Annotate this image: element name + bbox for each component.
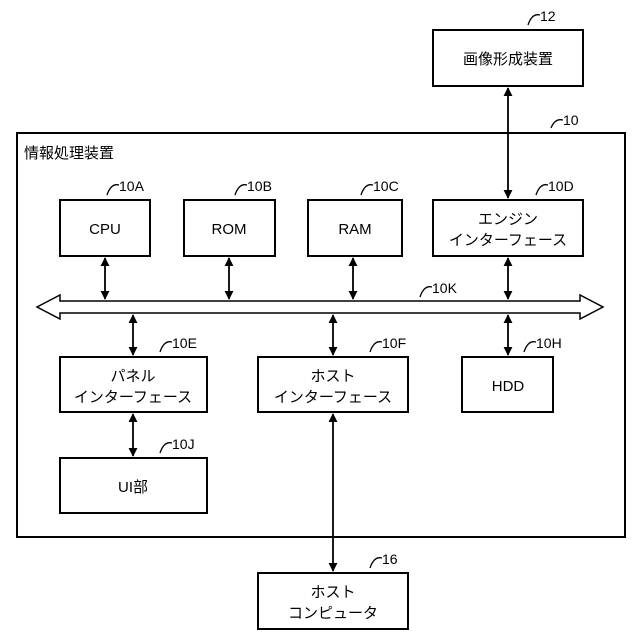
host-computer-label-line1: ホスト [310, 584, 355, 601]
outer-ref: 10 [563, 112, 579, 128]
system-bus [37, 295, 603, 319]
host-interface-ref: 10F [382, 335, 406, 351]
bus-ref-leader [420, 287, 432, 297]
ui-unit-ref-leader [160, 443, 172, 453]
host-computer-ref: 16 [382, 551, 398, 567]
outer-ref-leader [551, 120, 563, 128]
cpu-ref-leader [107, 185, 119, 195]
cpu-ref: 10A [119, 178, 145, 194]
hdd-ref: 10H [536, 335, 562, 351]
panel-interface-label-line1: パネル [110, 368, 155, 385]
ram-ref: 10C [373, 178, 399, 194]
outer-title: 情報処理装置 [24, 144, 114, 162]
bus-ref: 10K [432, 280, 458, 296]
image-forming-ref-leader [528, 15, 540, 25]
cpu-label: CPU [89, 221, 121, 238]
engine-interface-ref-leader [536, 185, 548, 195]
image-forming-apparatus-label: 画像形成装置 [463, 51, 553, 68]
engine-interface-label-line2: インターフェース [449, 232, 567, 249]
panel-interface-ref: 10E [172, 335, 197, 351]
ram-ref-leader [361, 185, 373, 195]
image-forming-ref: 12 [540, 8, 556, 24]
host-computer-label-line2: コンピュータ [288, 605, 378, 622]
panel-interface-ref-leader [160, 342, 172, 352]
hdd-ref-leader [524, 342, 536, 352]
host-interface-label-line1: ホスト [310, 368, 355, 385]
ui-unit-label: UI部 [118, 479, 148, 496]
rom-ref-leader [235, 185, 247, 195]
ram-label: RAM [338, 221, 371, 238]
host-computer-ref-leader [370, 558, 382, 568]
engine-interface-ref: 10D [548, 178, 574, 194]
host-interface-label-line2: インターフェース [274, 389, 392, 406]
hdd-label: HDD [492, 378, 525, 395]
panel-interface-label-line2: インターフェース [74, 389, 192, 406]
host-interface-ref-leader [370, 342, 382, 352]
rom-label: ROM [212, 221, 247, 238]
rom-ref: 10B [247, 178, 272, 194]
engine-interface-label-line1: エンジン [478, 211, 538, 228]
ui-unit-ref: 10J [172, 436, 195, 452]
